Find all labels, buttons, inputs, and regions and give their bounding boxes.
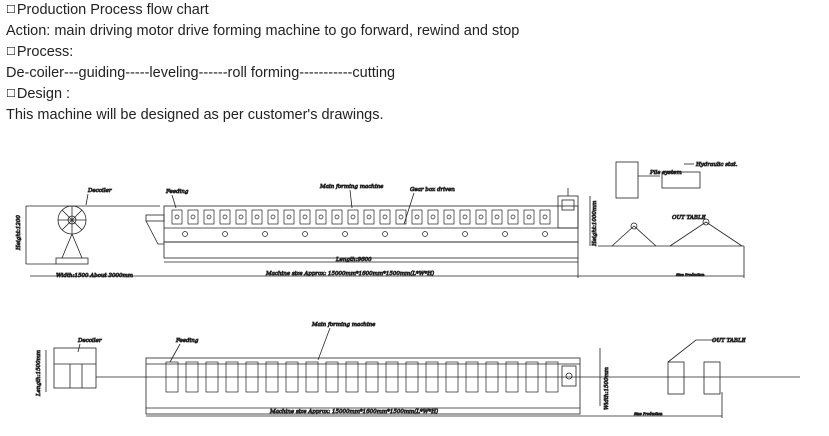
decoiler-side — [25, 193, 160, 265]
label-main-forming-top: Main forming machine — [311, 322, 376, 328]
action-line: Action: main driving motor drive forming… — [6, 23, 520, 39]
checkbox-glyph-icon: ☐ — [6, 46, 16, 58]
checkbox-glyph-icon: ☐ — [6, 4, 16, 16]
label-small-note-top: Sine Production — [634, 412, 663, 416]
label-length-top: Length:1500mm — [36, 350, 42, 397]
label-hydraulic: Hydraulic stat. — [695, 162, 738, 168]
description-text: ☐Production Process flow chart Action: m… — [6, 0, 519, 126]
side-view: Decoiler Height:1200 Feeding — [16, 161, 745, 279]
heading-flow-chart: ☐Production Process flow chart — [6, 0, 519, 21]
label-height-right: Height:1000mm — [592, 201, 598, 247]
label-decoiler: Decoiler — [87, 188, 112, 194]
label-decoiler-top: Decoiler — [77, 338, 102, 344]
label-out-table: OUT TABLE — [672, 215, 706, 221]
label-feeding-top: Feeding — [175, 338, 199, 344]
heading-process: ☐Process: — [6, 42, 519, 63]
label-height-left: Height:1200 — [16, 215, 22, 251]
heading-design: ☐Design : — [6, 84, 519, 105]
label-out-table-top: OUT TABLE — [712, 338, 746, 344]
design-note: This machine will be designed as per cus… — [6, 107, 384, 123]
label-main-forming: Main forming machine — [319, 184, 384, 190]
top-view: Decoiler Length:1500mm Feeding Main form… — [36, 322, 800, 418]
label-gear-box: Gear box driven — [410, 187, 455, 193]
label-width-top: Width:1500mm — [604, 367, 610, 410]
process-steps: De-coiler---guiding-----leveling------ro… — [6, 65, 396, 81]
label-feeding: Feeding — [165, 189, 189, 195]
label-machine-size-top: Machine size Approx: 15000mm*1600mm*1500… — [269, 408, 438, 415]
roller-stands-side — [171, 209, 551, 237]
label-length: Length:9600 — [335, 257, 372, 263]
label-machine-size-side: Machine size Approx: 15000mm*1600mm*1500… — [265, 270, 434, 277]
label-small-note-side: Sine Production — [676, 273, 705, 277]
roller-stands-top — [165, 361, 559, 393]
label-width: Width:1500 About 3000mm — [56, 273, 133, 279]
label-pile-system: Pile system — [649, 170, 682, 176]
checkbox-glyph-icon: ☐ — [6, 88, 16, 100]
